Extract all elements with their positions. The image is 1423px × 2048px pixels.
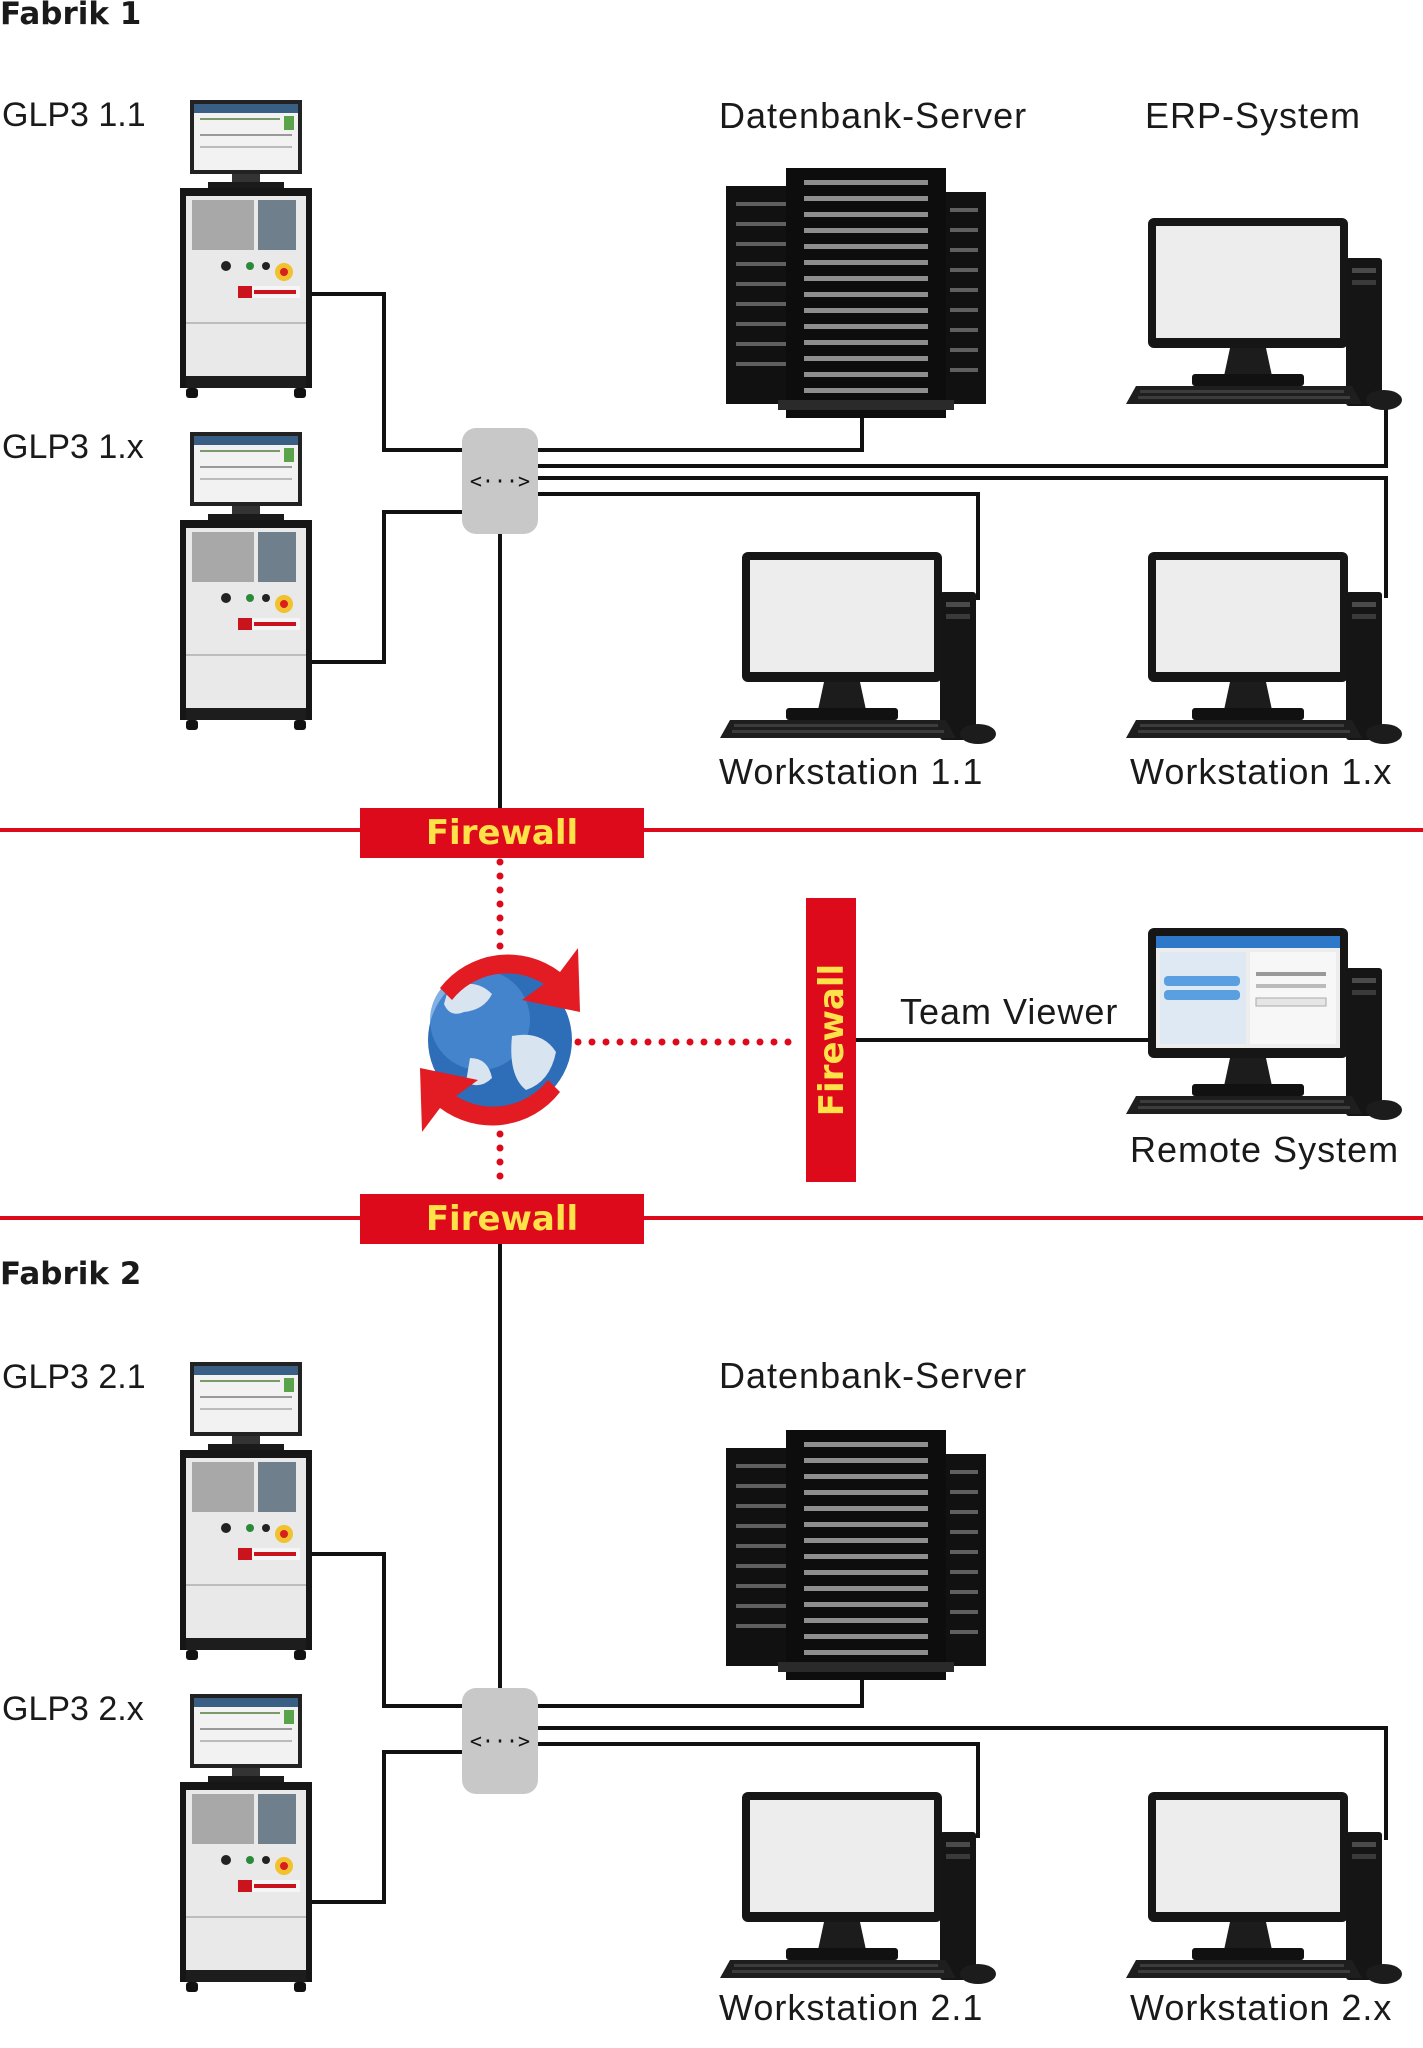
db-server-2-icon bbox=[726, 1430, 986, 1680]
internet-globe-icon bbox=[420, 948, 580, 1132]
workstation-2-x-label: Workstation 2.x bbox=[1130, 1987, 1392, 2028]
switch-1-icon bbox=[462, 428, 538, 534]
switch-2-icon bbox=[462, 1688, 538, 1794]
workstation-1-x-label: Workstation 1.x bbox=[1130, 751, 1392, 792]
remote-system-icon bbox=[1126, 928, 1402, 1120]
firewall-top-label: Firewall bbox=[426, 813, 578, 853]
workstation-1-1-label: Workstation 1.1 bbox=[719, 751, 983, 792]
erp-system-label: ERP-System bbox=[1145, 95, 1361, 136]
glp-1-1-device bbox=[180, 100, 312, 398]
firewall-side-bar bbox=[806, 898, 856, 1182]
fabrik2-title: Fabrik 2 bbox=[0, 1256, 141, 1292]
db-server-1-icon bbox=[726, 168, 986, 418]
db-server-1-label: Datenbank-Server bbox=[719, 95, 1027, 136]
workstation-1-x-icon bbox=[1126, 552, 1402, 744]
fabrik1-title: Fabrik 1 bbox=[0, 0, 141, 32]
workstation-2-x-icon bbox=[1126, 1792, 1402, 1984]
fabrik1-wires bbox=[308, 292, 1388, 812]
remote-system-label: Remote System bbox=[1130, 1129, 1399, 1170]
glp-2-1-label: GLP3 2.1 bbox=[2, 1358, 146, 1396]
workstation-2-1-icon bbox=[720, 1792, 996, 1984]
glp-2-x-device bbox=[180, 1694, 312, 1992]
glp-2-x-label: GLP3 2.x bbox=[2, 1690, 144, 1728]
team-viewer-label: Team Viewer bbox=[900, 991, 1118, 1032]
workstation-1-1-icon bbox=[720, 552, 996, 744]
firewall-bottom-label: Firewall bbox=[426, 1199, 578, 1239]
workstation-2-1-label: Workstation 2.1 bbox=[719, 1987, 983, 2028]
internet-links bbox=[496, 858, 804, 1194]
glp-1-1-label: GLP3 1.1 bbox=[2, 96, 146, 134]
firewall-top-bar bbox=[360, 808, 644, 858]
erp-workstation-icon bbox=[1126, 218, 1402, 410]
db-server-2-label: Datenbank-Server bbox=[719, 1355, 1027, 1396]
firewall-side-label: Firewall bbox=[812, 964, 852, 1116]
glp-1-x-label: GLP3 1.x bbox=[2, 428, 144, 466]
glp-1-x-device bbox=[180, 432, 312, 730]
glp-2-1-device bbox=[180, 1362, 312, 1660]
firewall-bottom-bar bbox=[360, 1194, 644, 1244]
